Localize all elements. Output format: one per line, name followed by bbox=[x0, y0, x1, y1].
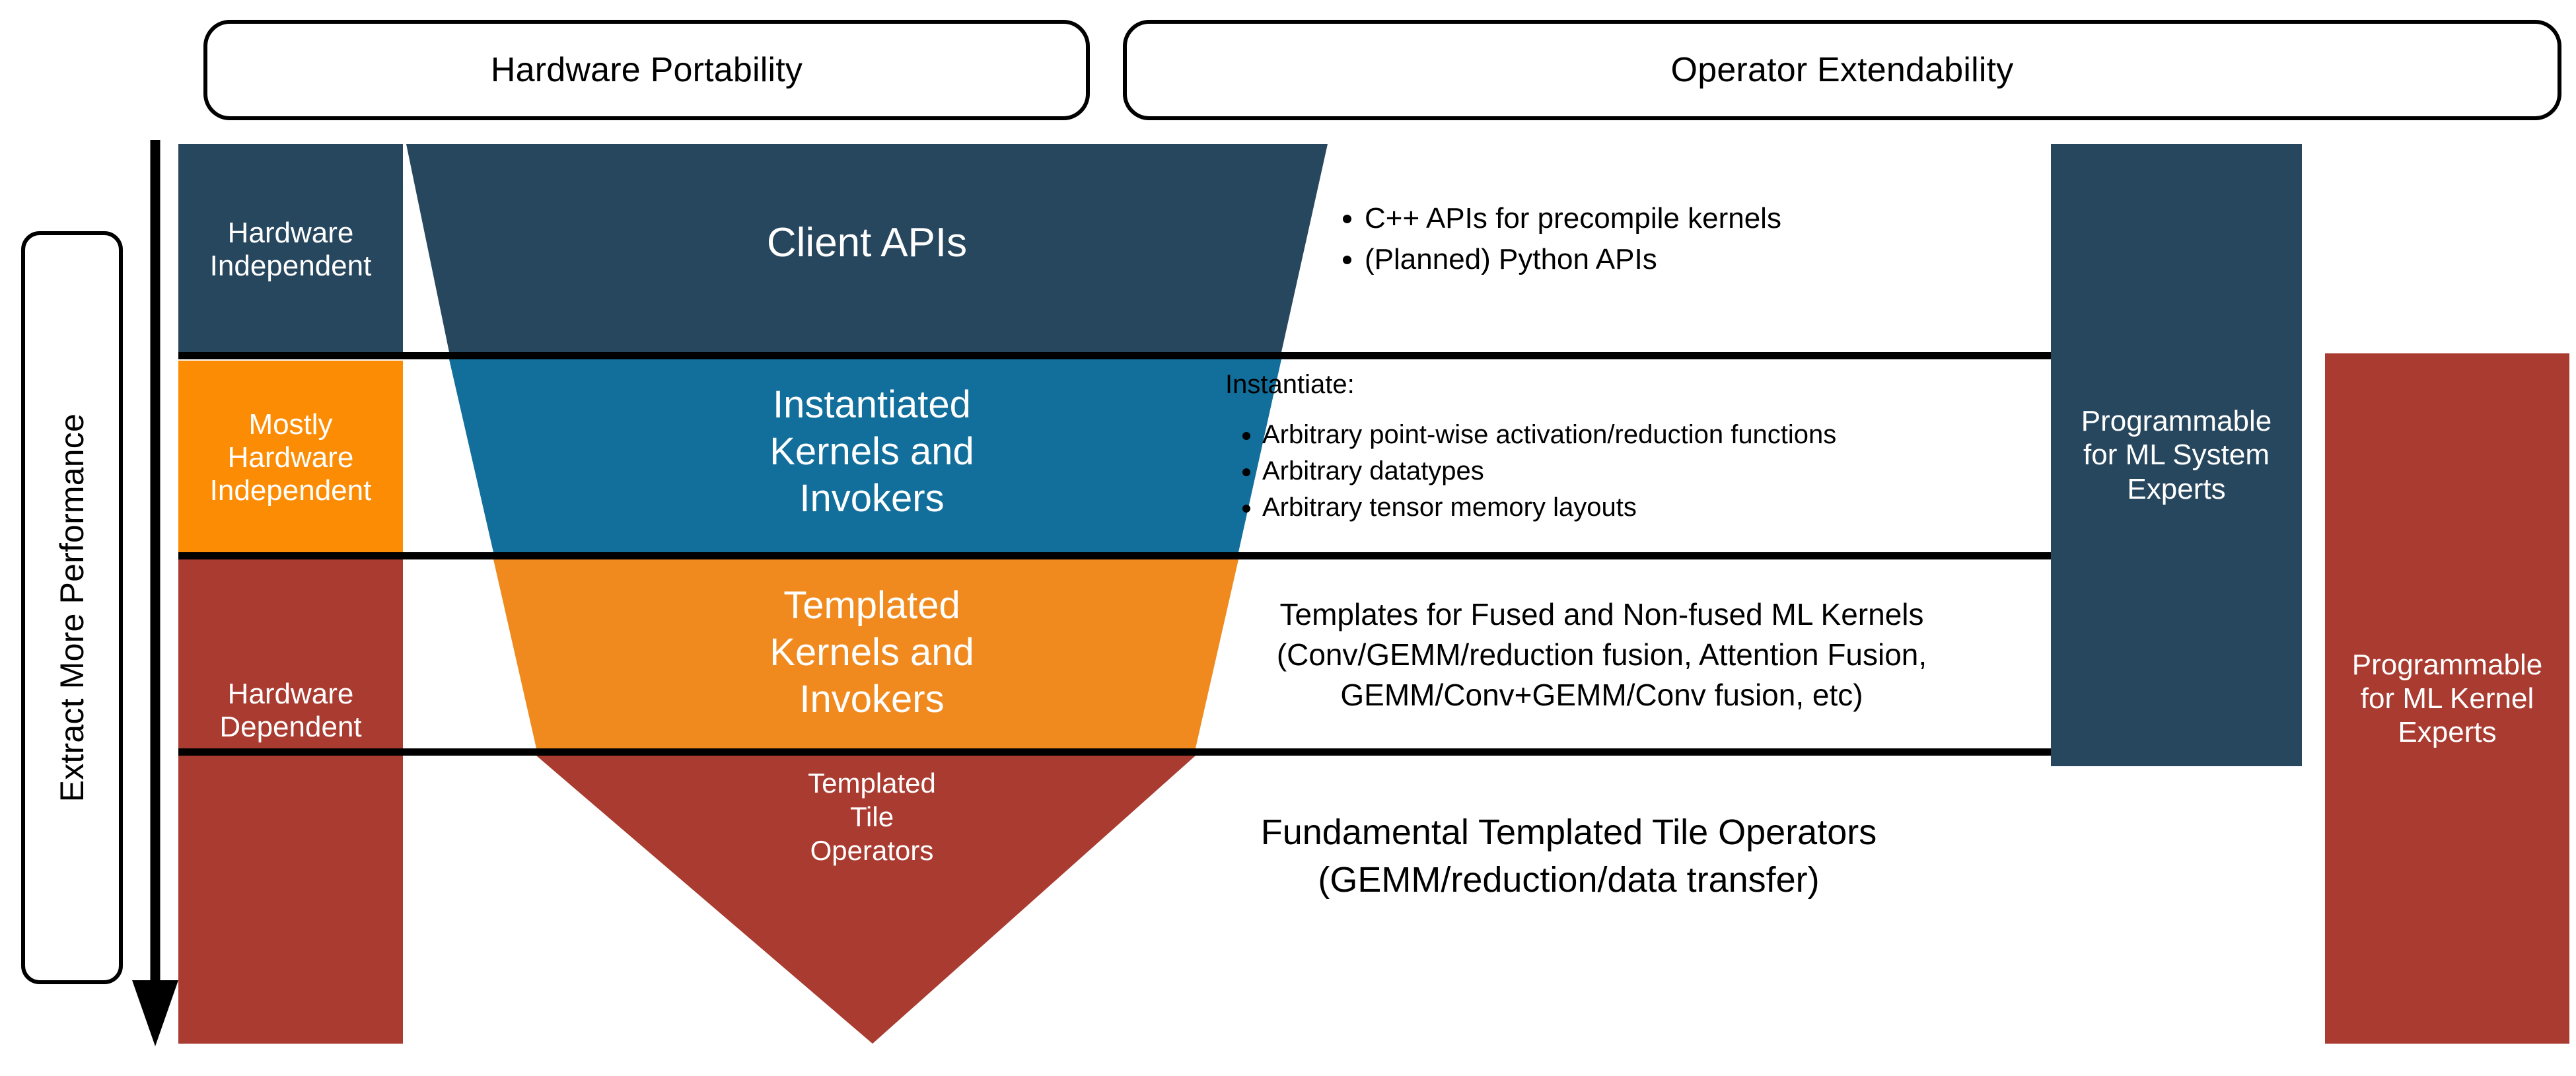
persona-bar-ml-system-experts-label: Programmable for ML System Experts bbox=[2081, 405, 2272, 505]
down-arrow-icon bbox=[132, 140, 178, 1046]
list-item: Arbitrary point-wise activation/reductio… bbox=[1262, 417, 2051, 453]
persona-bar-ml-system-experts: Programmable for ML System Experts bbox=[2051, 144, 2302, 766]
header-operator-extendability: Operator Extendability bbox=[1123, 20, 2561, 120]
header-hardware-portability: Hardware Portability bbox=[203, 20, 1090, 120]
stage-bar-hardware-dependent: Hardware Dependent bbox=[178, 559, 403, 1044]
stage-bar-mostly-hardware-independent: Mostly Hardware Independent bbox=[178, 361, 403, 555]
divider-line-3 bbox=[178, 748, 2071, 756]
header-operator-extendability-label: Operator Extendability bbox=[1670, 51, 2014, 89]
stage-bar-hardware-independent-label: Hardware Independent bbox=[209, 216, 372, 282]
funnel-label-client-apis: Client APIs bbox=[766, 220, 968, 266]
stage-bar-hardware-dependent-label: Hardware Dependent bbox=[219, 678, 362, 744]
description-client-apis: C++ APIs for precompile kernels (Planned… bbox=[1328, 198, 2041, 281]
stage-bar-hardware-independent: Hardware Independent bbox=[178, 144, 403, 355]
axis-performance-label: Extract More Performance bbox=[54, 413, 90, 803]
description-tile-operators: Fundamental Templated Tile Operators (GE… bbox=[1260, 812, 1877, 900]
client-apis-bullet-list: C++ APIs for precompile kernels (Planned… bbox=[1328, 198, 2041, 281]
divider-line-2 bbox=[178, 552, 2071, 559]
header-hardware-portability-label: Hardware Portability bbox=[490, 51, 803, 89]
description-instantiated-kernels: Instantiate: Arbitrary point-wise activa… bbox=[1225, 370, 2051, 526]
description-templated-kernels: Templates for Fused and Non-fused ML Ker… bbox=[1276, 597, 1927, 713]
list-item: C++ APIs for precompile kernels bbox=[1365, 198, 2041, 239]
persona-bar-ml-kernel-experts-label: Programmable for ML Kernel Experts bbox=[2351, 648, 2543, 749]
divider-line-1 bbox=[178, 352, 2071, 359]
instantiate-heading: Instantiate: bbox=[1225, 370, 1355, 399]
axis-performance-capsule: Extract More Performance bbox=[21, 231, 123, 984]
stage-bar-mostly-hardware-independent-label: Mostly Hardware Independent bbox=[209, 408, 372, 507]
funnel-label-instantiated-kernels: Instantiated Kernels and Invokers bbox=[769, 383, 974, 520]
persona-bar-ml-kernel-experts: Programmable for ML Kernel Experts bbox=[2325, 353, 2569, 1044]
list-item: Arbitrary tensor memory layouts bbox=[1262, 489, 2051, 526]
list-item: Arbitrary datatypes bbox=[1262, 453, 2051, 489]
funnel-label-templated-kernels: Templated Kernels and Invokers bbox=[769, 584, 974, 721]
list-item: (Planned) Python APIs bbox=[1365, 239, 2041, 280]
instantiate-bullet-list: Arbitrary point-wise activation/reductio… bbox=[1225, 417, 2051, 526]
funnel-label-templated-tile-operators: Templated Tile Operators bbox=[808, 768, 936, 867]
